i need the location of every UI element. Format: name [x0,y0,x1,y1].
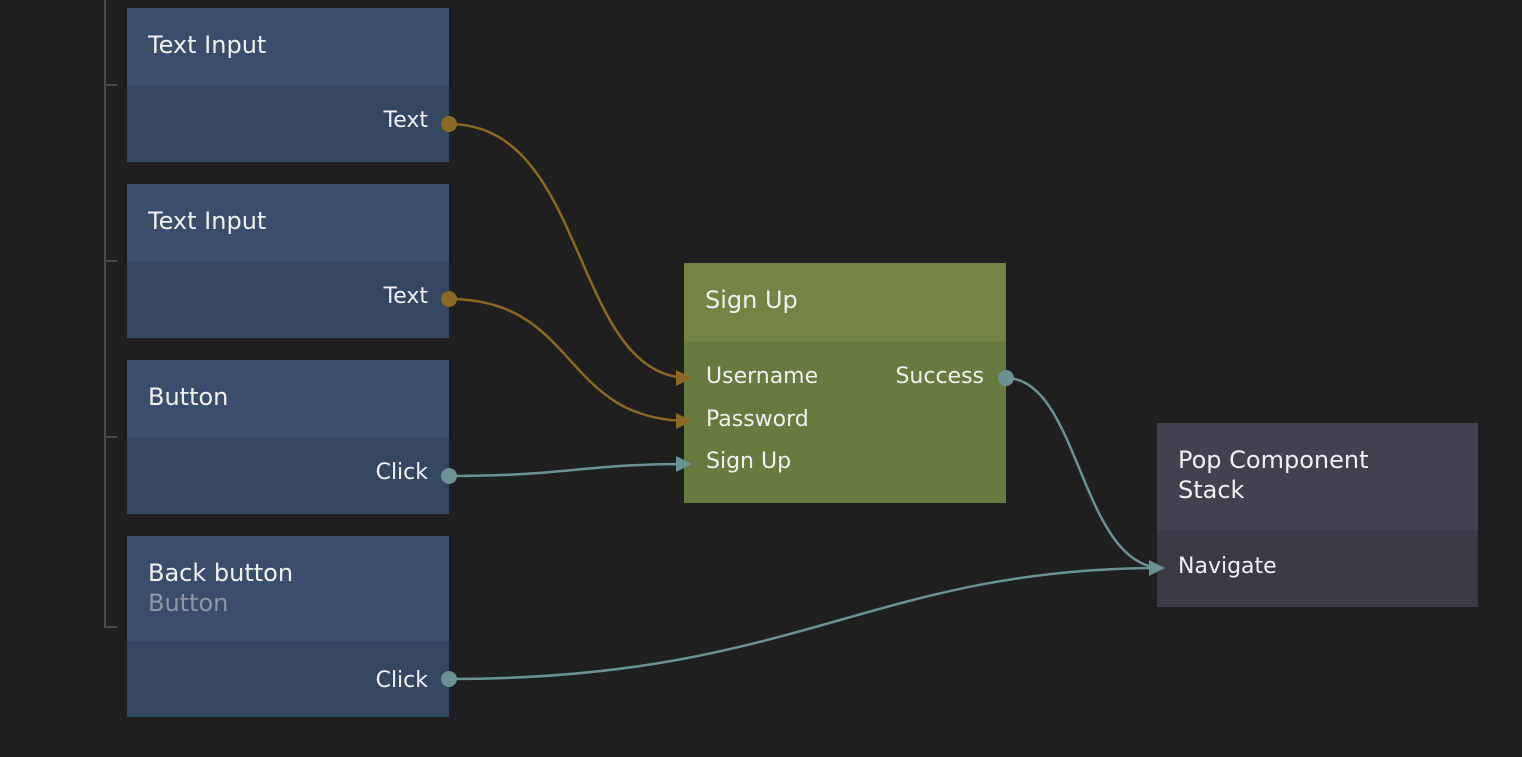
input-port-sign-up-label: Sign Up [706,449,792,474]
connection-text-username[interactable] [441,116,692,386]
node-header[interactable]: Button [127,360,449,437]
node-button[interactable]: Button Click [127,360,449,514]
node-title: Sign Up [705,286,798,314]
output-port-success-label: Success [895,364,984,389]
node-title-line-2: Stack [1178,476,1245,504]
hierarchy-branch [104,260,117,262]
node-header[interactable]: Sign Up [684,263,1006,341]
output-port-text-label: Text [383,284,429,309]
node-header[interactable]: Back button Button [127,536,449,641]
hierarchy-branch [104,626,117,628]
node-text-input-2[interactable]: Text Input Text [127,184,449,338]
node-body: Click [127,641,449,717]
node-body: Username Password Sign Up Success [684,341,1006,503]
node-title: Button [148,383,229,411]
node-body: Navigate [1157,530,1478,607]
input-port-username-label: Username [706,364,819,389]
output-port-text-label: Text [383,108,429,133]
node-title: Text Input [148,207,267,235]
output-port-click-label: Click [375,460,428,485]
node-header[interactable]: Text Input [127,8,449,85]
output-port-click-label: Click [375,668,428,693]
input-port-password-label: Password [706,407,809,432]
node-body: Click [127,437,449,514]
hierarchy-line [104,0,106,628]
node-title: Text Input [148,31,267,59]
node-pop-component-stack[interactable]: Pop Component Stack Navigate [1157,423,1478,607]
node-body: Text [127,85,449,162]
node-text-input-1[interactable]: Text Input Text [127,8,449,162]
node-body: Text [127,261,449,338]
hierarchy-branch [104,84,117,86]
connection-success-navigate[interactable] [998,370,1164,570]
node-header[interactable]: Text Input [127,184,449,261]
connection-click-sign-up[interactable] [441,456,692,484]
node-title: Back button [148,559,294,587]
input-port-navigate-label: Navigate [1178,554,1277,579]
node-header[interactable]: Pop Component Stack [1157,423,1478,530]
connection-back-click-navigate[interactable] [441,566,1164,687]
node-back-button[interactable]: Back button Button Click [127,536,449,717]
node-subtitle: Button [148,589,229,617]
node-title-line-1: Pop Component [1178,446,1369,474]
node-sign-up[interactable]: Sign Up Username Password Sign Up Succes… [684,263,1006,503]
hierarchy-branch [104,436,117,438]
